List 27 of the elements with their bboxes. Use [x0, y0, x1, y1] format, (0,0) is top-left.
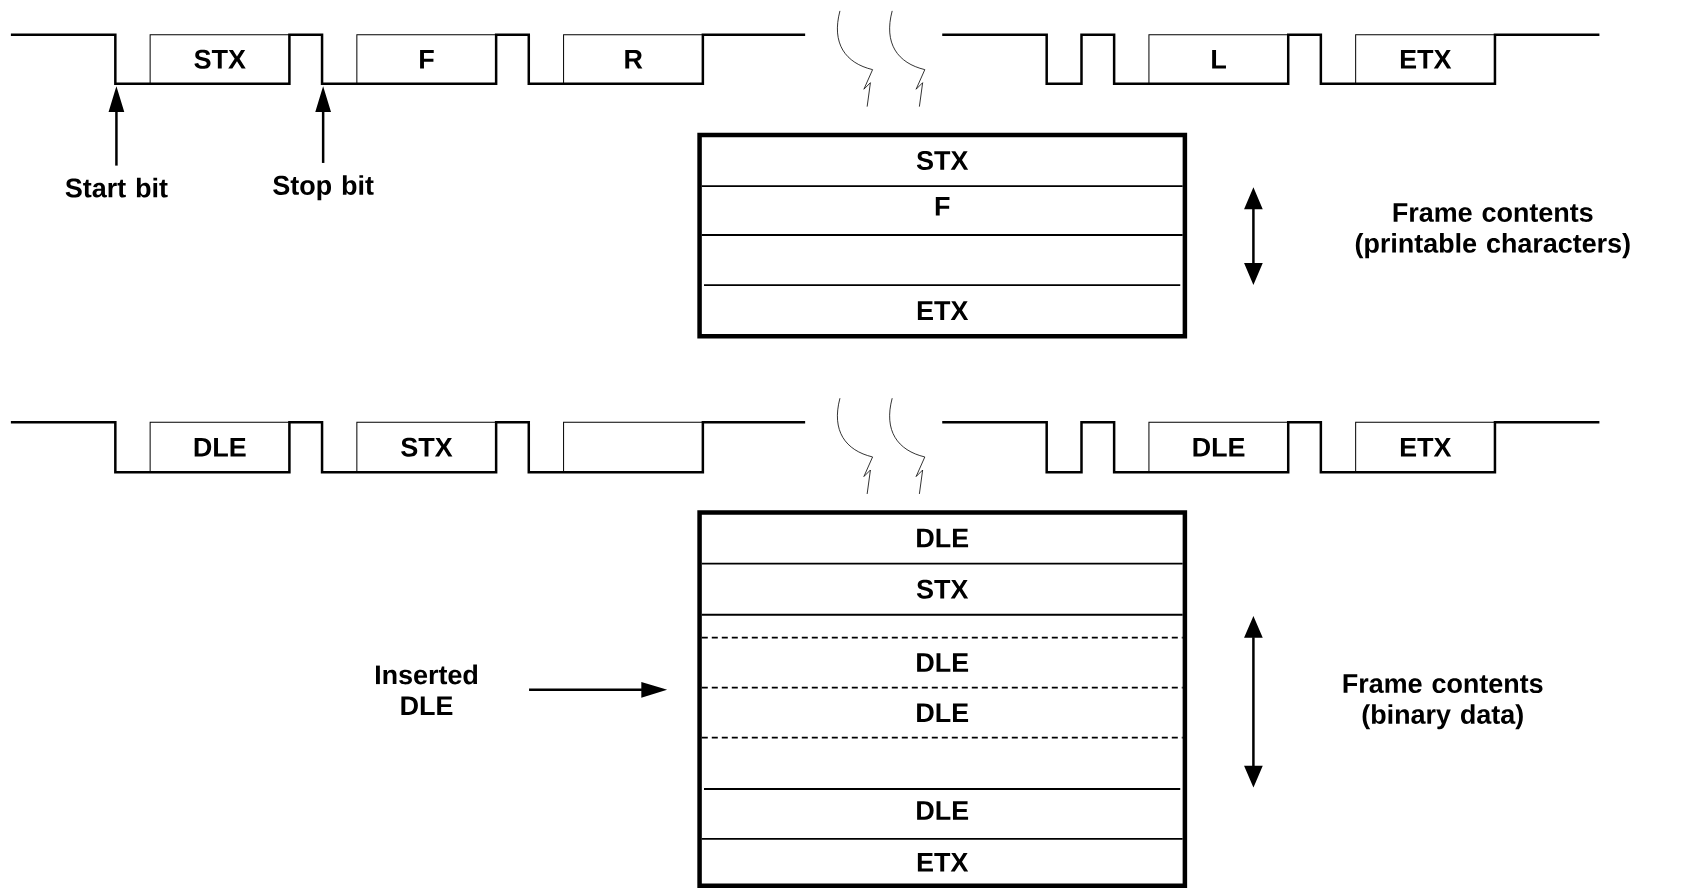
frame-row: DLE: [917, 703, 969, 722]
frame-box: [697, 510, 1188, 888]
frame-row: STX: [916, 579, 969, 599]
frame-row: F: [935, 196, 950, 216]
frame-row: STX: [916, 150, 969, 170]
character-box: ETX: [1355, 421, 1496, 473]
frame-row: DLE: [917, 528, 969, 548]
frame-row: ETX: [917, 301, 969, 320]
character-box: DLE: [1148, 421, 1289, 473]
annotation-text: Stop bit: [273, 175, 374, 201]
character-box: R: [563, 34, 704, 85]
annotation-text: Frame contents (binary data): [1343, 674, 1543, 730]
frame-row: DLE: [917, 801, 969, 820]
frame-row: DLE: [917, 653, 969, 672]
character-box: F: [356, 34, 497, 85]
frame-row: ETX: [917, 853, 969, 872]
character-box: L: [1148, 34, 1289, 85]
empty-row: [704, 284, 1181, 287]
character-box: STX: [356, 421, 497, 473]
frame-box: [697, 132, 1188, 339]
annotation-text: Start bit: [65, 177, 168, 198]
empty-character-box: [563, 421, 704, 473]
annotation-text: Inserted DLE: [376, 664, 478, 715]
annotation-text: Frame contents (printable characters): [1355, 203, 1630, 259]
character-box: DLE: [149, 421, 290, 473]
character-box: STX: [149, 34, 290, 85]
character-box: ETX: [1355, 34, 1496, 85]
